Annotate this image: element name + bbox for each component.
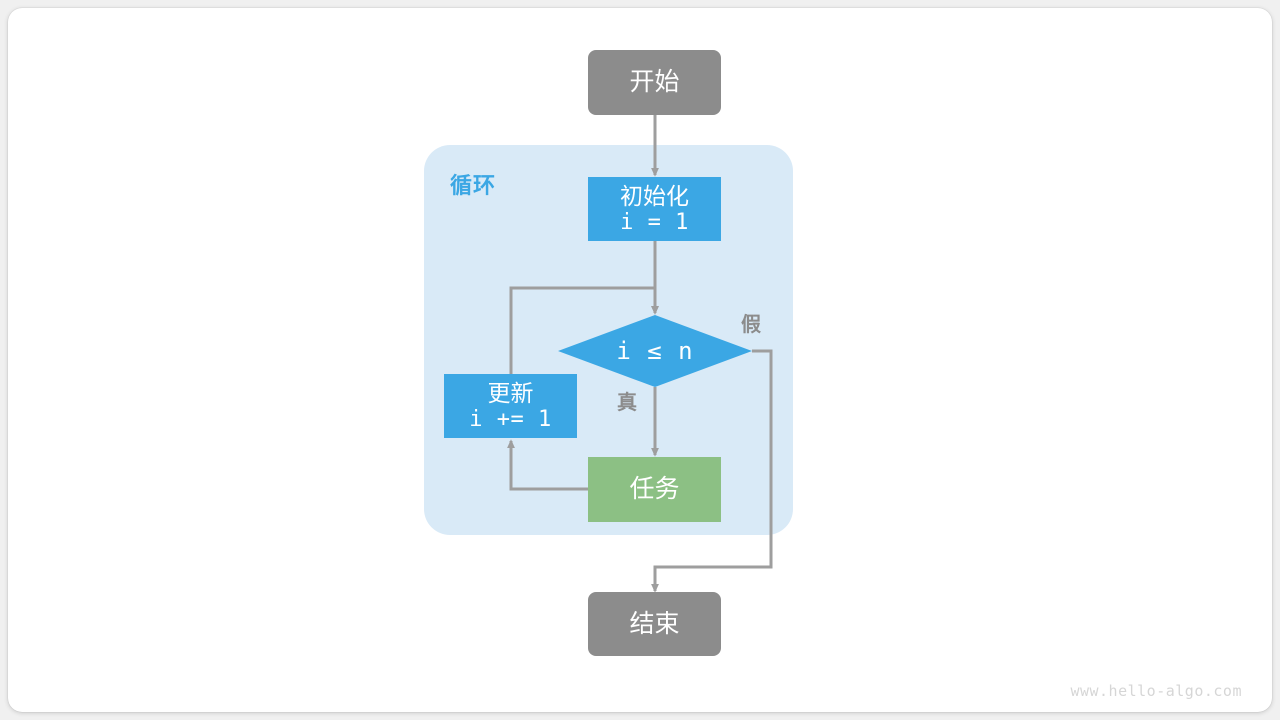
- node-init-label: 初始化: [620, 182, 689, 209]
- node-end-label: 结束: [629, 609, 680, 638]
- watermark: www.hello-algo.com: [1070, 682, 1242, 700]
- node-start[interactable]: 开始: [588, 50, 721, 115]
- node-decision-label: i ≤ n: [616, 337, 694, 365]
- node-decision[interactable]: i ≤ n: [558, 315, 752, 387]
- node-start-label: 开始: [629, 68, 680, 97]
- node-task[interactable]: 任务: [588, 457, 721, 522]
- edge-label-false: 假: [741, 314, 761, 336]
- node-update-code: i += 1: [469, 406, 552, 432]
- node-end[interactable]: 结束: [588, 592, 721, 656]
- node-init[interactable]: 初始化 i = 1: [588, 177, 721, 241]
- node-task-label: 任务: [629, 475, 680, 504]
- diamond-shape: [558, 315, 752, 387]
- edge-label-true: 真: [617, 392, 637, 414]
- node-update[interactable]: 更新 i += 1: [444, 374, 577, 438]
- node-init-code: i = 1: [620, 209, 689, 235]
- loop-container-label: 循环: [450, 173, 497, 198]
- node-update-label: 更新: [487, 379, 534, 406]
